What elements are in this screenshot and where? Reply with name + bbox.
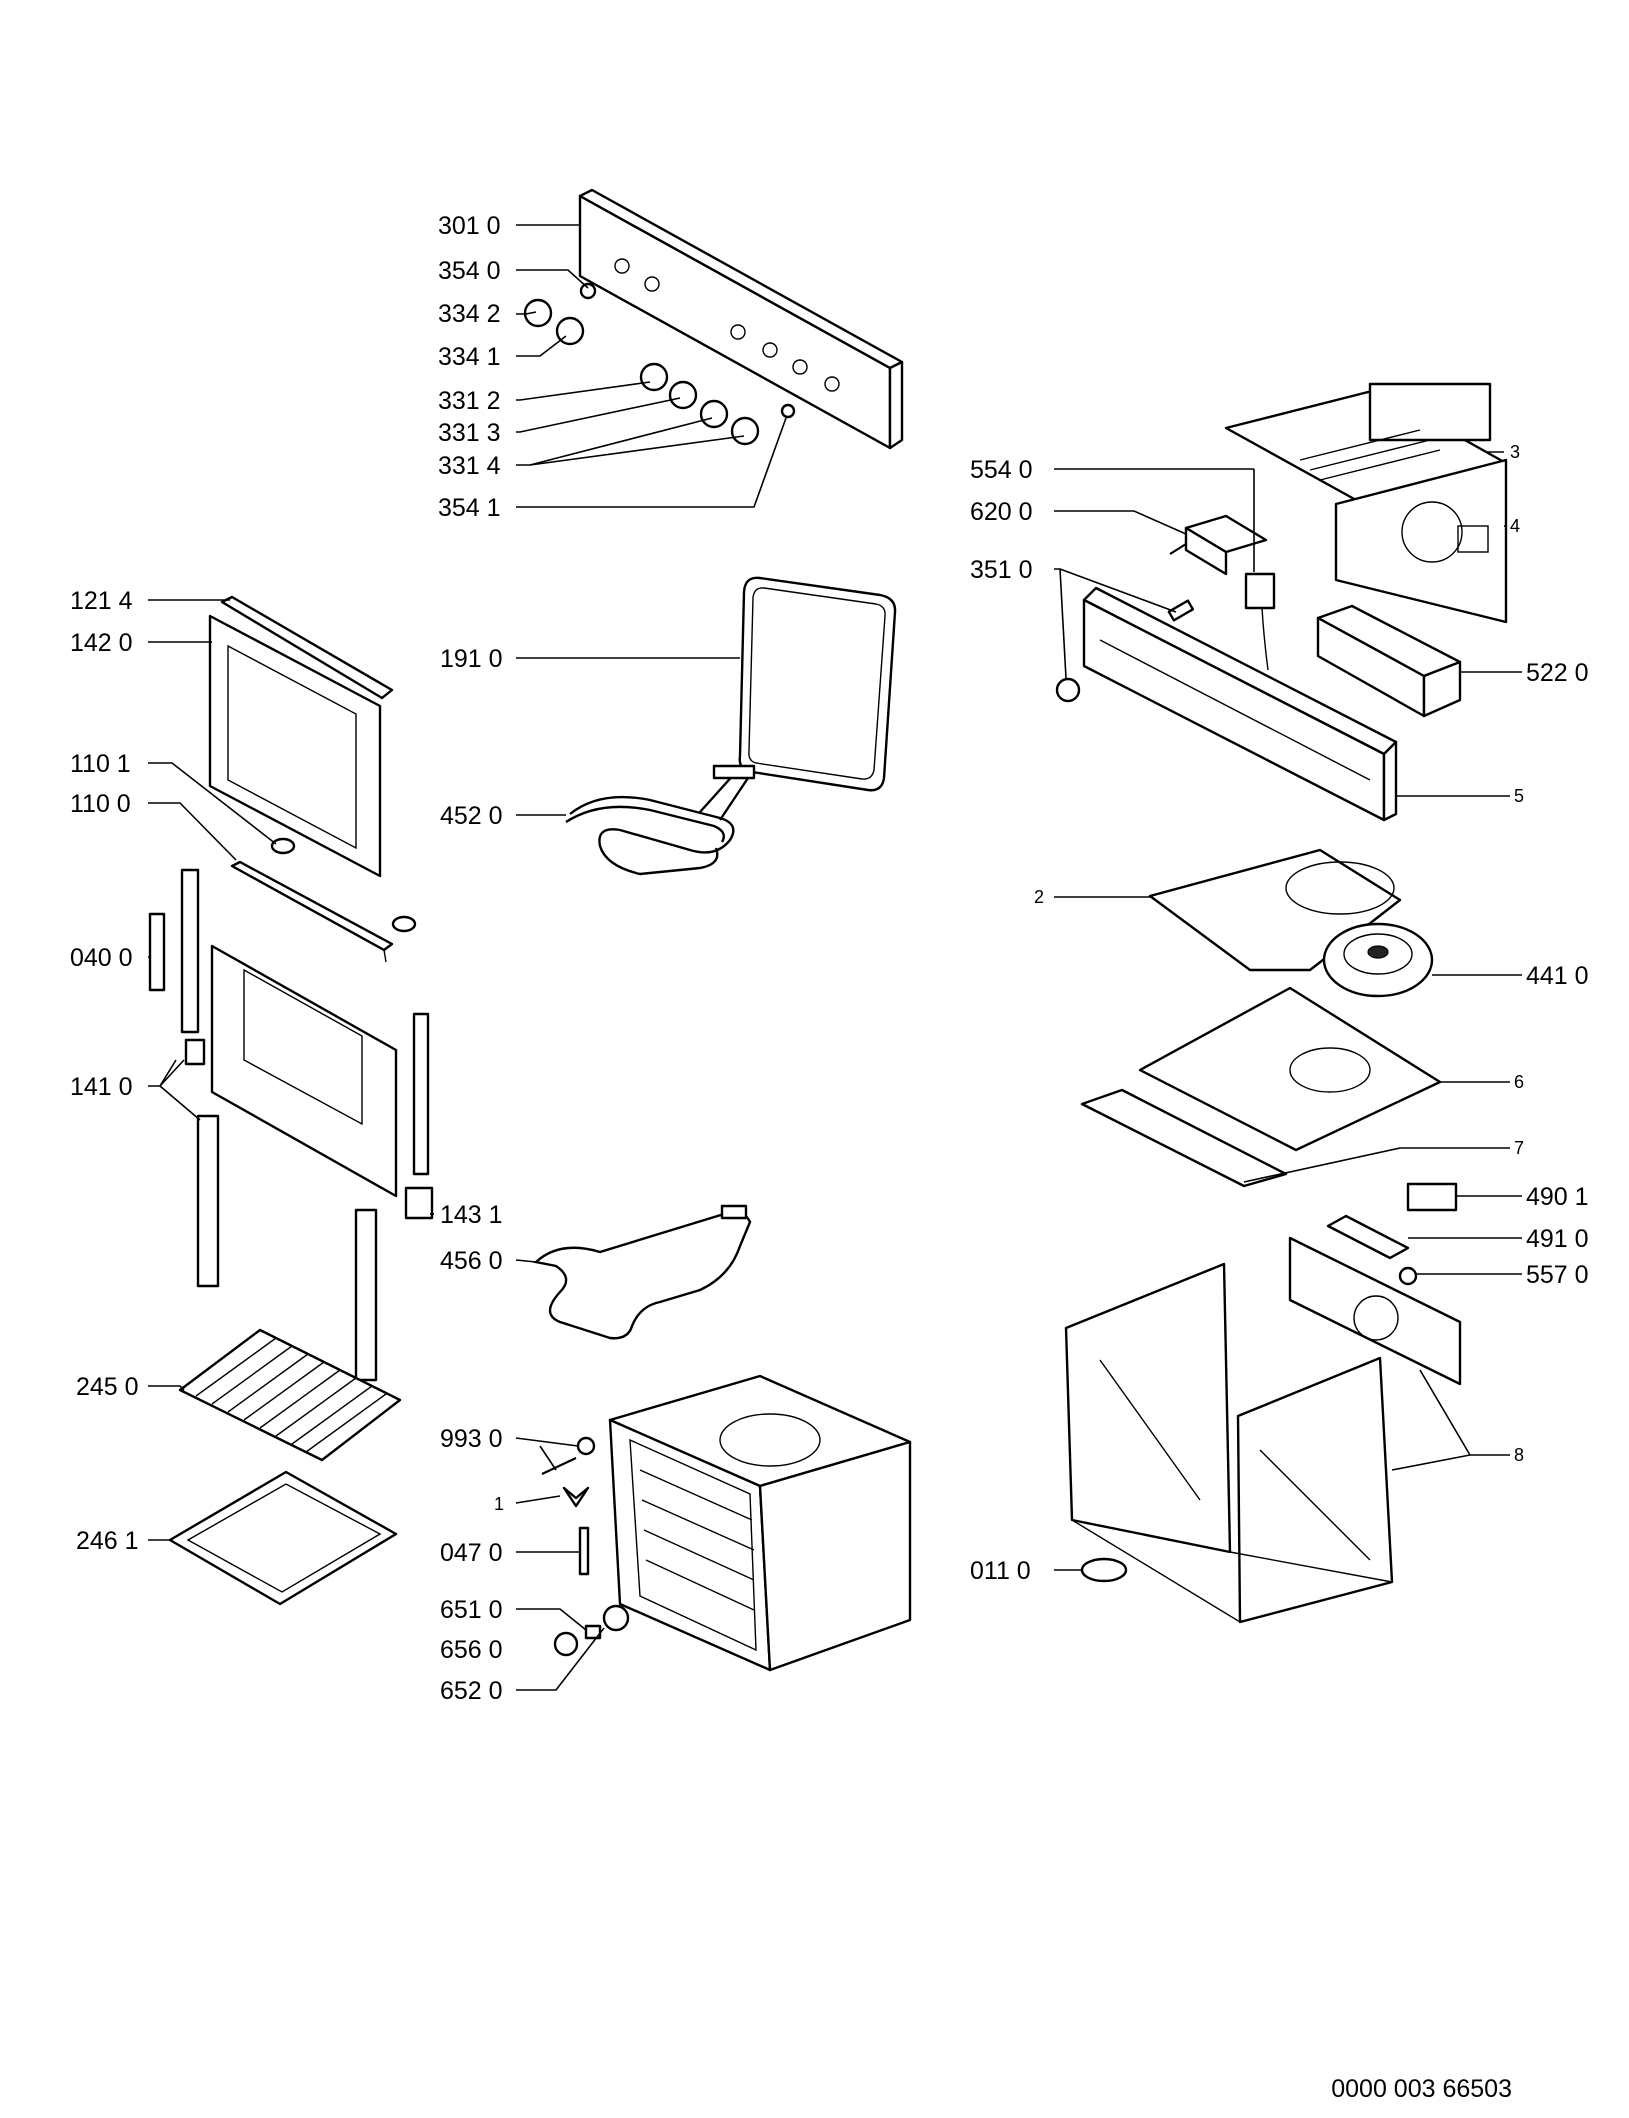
callout-label: 245 0 bbox=[76, 1373, 139, 1401]
wire-shelf-part bbox=[178, 1328, 402, 1462]
callout-label: 652 0 bbox=[440, 1677, 503, 1705]
oven-cavity-part bbox=[608, 1374, 912, 1672]
callout-label: 334 2 bbox=[438, 300, 501, 328]
callout-label: 651 0 bbox=[440, 1596, 503, 1624]
callout-label: 8 bbox=[1514, 1445, 1524, 1465]
callout-label: 334 1 bbox=[438, 343, 501, 371]
rear-panel-part bbox=[1288, 1236, 1462, 1386]
programmer-part bbox=[1169, 514, 1268, 576]
foot-part bbox=[1080, 1557, 1128, 1583]
callout-label: 040 0 bbox=[70, 944, 133, 972]
callout-label: 011 0 bbox=[970, 1557, 1031, 1585]
callout-label: 143 1 bbox=[440, 1201, 503, 1229]
callout-label: 491 0 bbox=[1526, 1225, 1589, 1253]
inner-door-glass-part bbox=[196, 944, 398, 1382]
callout-label: 456 0 bbox=[440, 1247, 503, 1275]
callout-label: 7 bbox=[1514, 1138, 1524, 1158]
callout-label: 331 4 bbox=[438, 452, 501, 480]
callout-label: 354 0 bbox=[438, 257, 501, 285]
callout-label: 331 2 bbox=[438, 387, 501, 415]
outer-door-glass-part bbox=[208, 614, 382, 878]
door-hinge-parts bbox=[148, 868, 434, 1220]
callout-label: 110 0 bbox=[70, 790, 131, 818]
callout-labels: 301 0 354 0 334 2 334 1 331 2 331 3 331 … bbox=[70, 212, 1589, 1705]
callout-label: 522 0 bbox=[1526, 659, 1589, 687]
fan-motor-part bbox=[1322, 922, 1434, 998]
callout-label: 110 1 bbox=[70, 750, 131, 778]
oven-frame-part bbox=[1064, 1262, 1394, 1624]
callout-label: 354 1 bbox=[438, 494, 501, 522]
callout-label: 351 0 bbox=[970, 556, 1033, 584]
callout-label: 301 0 bbox=[438, 212, 501, 240]
callout-label: 2 bbox=[1034, 887, 1044, 907]
callout-label: 3 bbox=[1510, 442, 1520, 462]
bottom-plate-part bbox=[1080, 1088, 1288, 1188]
control-module-part bbox=[1316, 604, 1462, 718]
baking-tray-part bbox=[168, 1470, 398, 1606]
callout-label: 141 0 bbox=[70, 1073, 133, 1101]
callout-label: 121 4 bbox=[70, 587, 133, 615]
door-handle-part bbox=[230, 837, 417, 963]
callout-label: 656 0 bbox=[440, 1636, 503, 1664]
callout-label: 142 0 bbox=[70, 629, 133, 657]
terminal-parts bbox=[1326, 1182, 1458, 1286]
door-seal-part bbox=[738, 576, 897, 792]
callout-label: 490 1 bbox=[1526, 1183, 1589, 1211]
callout-label: 554 0 bbox=[970, 456, 1033, 484]
grill-element-part bbox=[565, 764, 756, 876]
callout-label: 191 0 bbox=[440, 645, 503, 673]
leader-lines bbox=[148, 224, 1522, 1691]
callout-label: 331 3 bbox=[438, 419, 501, 447]
lower-element-part bbox=[533, 1204, 752, 1340]
callout-label: 620 0 bbox=[970, 498, 1033, 526]
cooling-fan-housing-part bbox=[1334, 458, 1508, 624]
callout-label: 452 0 bbox=[440, 802, 503, 830]
document-number: 0000 003 66503 bbox=[1331, 2075, 1512, 2103]
door-top-profile-part bbox=[220, 595, 394, 700]
callout-label: 1 bbox=[494, 1494, 504, 1514]
callout-label: 557 0 bbox=[1526, 1261, 1589, 1289]
callout-label: 047 0 bbox=[440, 1539, 503, 1567]
callout-label: 5 bbox=[1514, 786, 1524, 806]
callout-label: 246 1 bbox=[76, 1527, 139, 1555]
control-housing-part bbox=[1055, 586, 1398, 822]
callout-label: 4 bbox=[1510, 516, 1520, 536]
control-panel-part bbox=[578, 188, 904, 450]
callout-label: 993 0 bbox=[440, 1425, 503, 1453]
callout-label: 441 0 bbox=[1526, 962, 1589, 990]
callout-label: 6 bbox=[1514, 1072, 1524, 1092]
thermostat-part bbox=[1244, 572, 1276, 671]
